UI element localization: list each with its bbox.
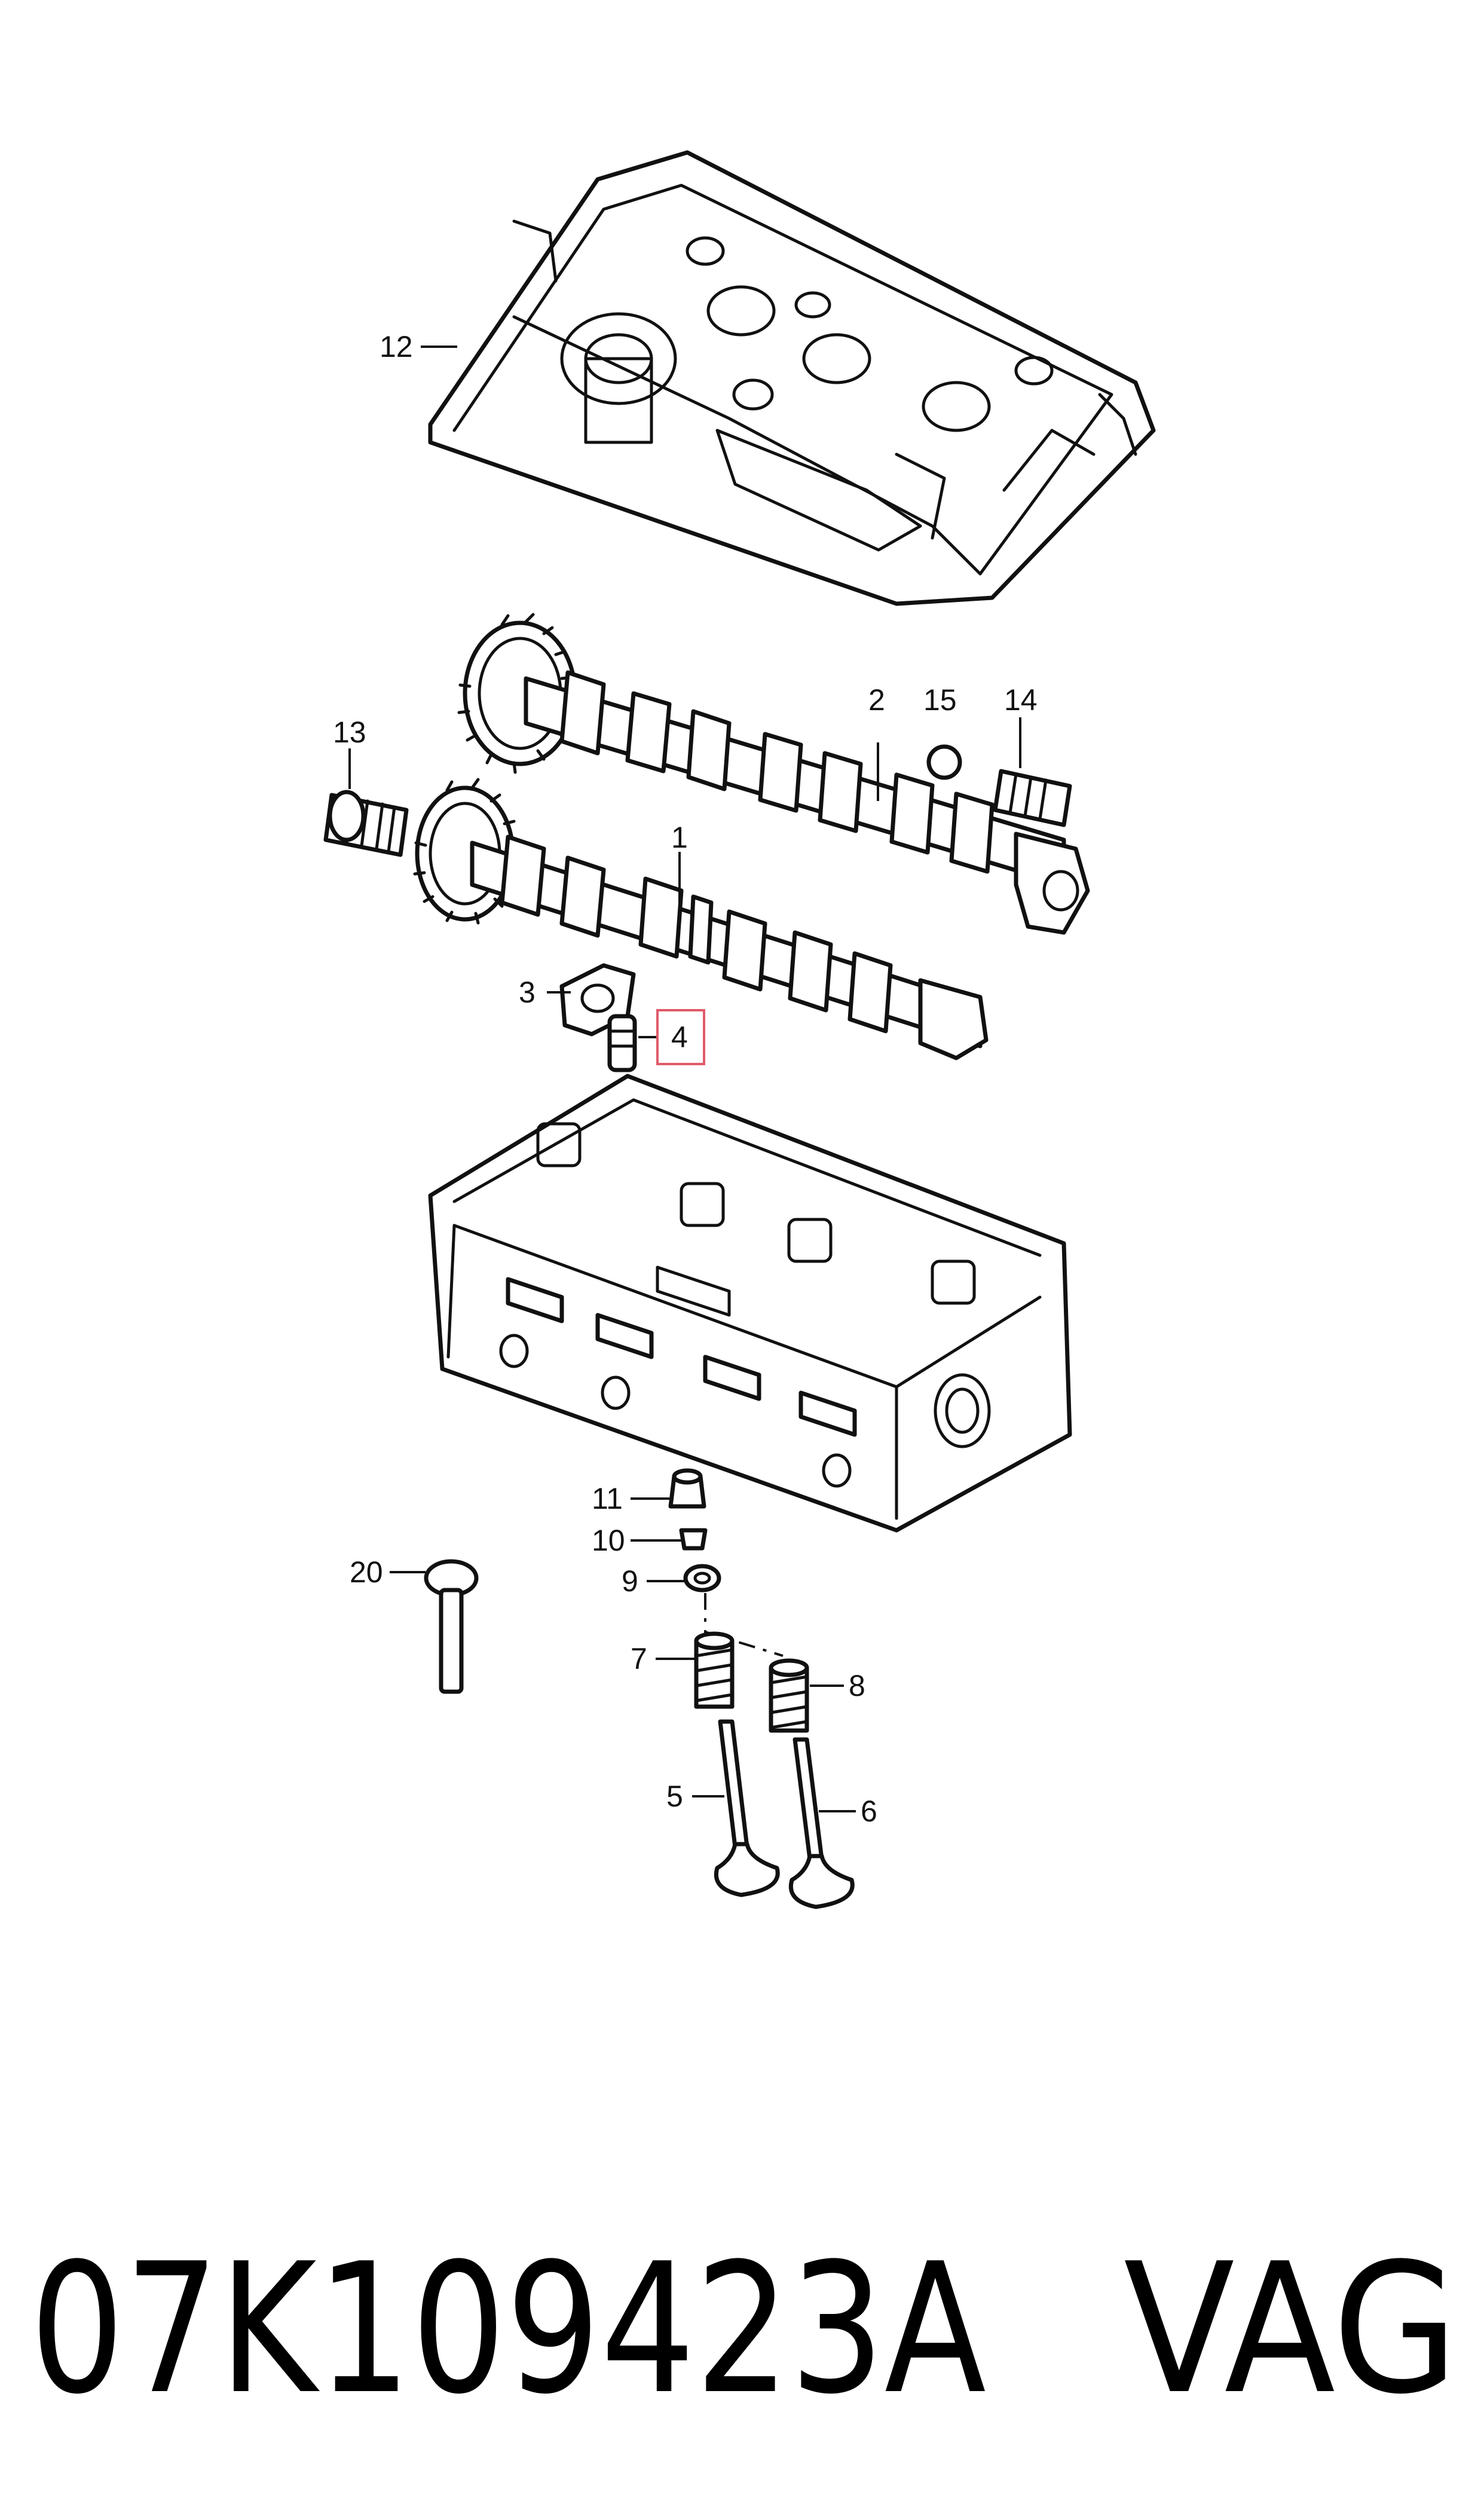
callout-1: 1 (671, 821, 688, 854)
spring-14 (993, 769, 1072, 827)
callout-13: 13 (333, 716, 366, 749)
valve-axis-line (704, 1593, 784, 1657)
callout-6: 6 (861, 1795, 877, 1828)
spring-13 (323, 790, 409, 857)
exhaust-valve-6 (789, 1737, 855, 1909)
valve-spring-7 (694, 1631, 735, 1709)
highlight-box-4 (656, 1009, 705, 1065)
brand-label: VAG (1124, 2225, 1458, 2434)
callout-9: 9 (622, 1564, 638, 1598)
valve-stem-seal-11 (668, 1468, 706, 1509)
callout-14: 14 (1004, 683, 1038, 717)
callout-11: 11 (592, 1482, 623, 1515)
ball-15 (926, 744, 962, 780)
spring-plate-9 (683, 1564, 721, 1592)
exhaust-camshaft (457, 613, 1090, 935)
head-bolt-20 (424, 1559, 479, 1694)
callout-8: 8 (849, 1669, 865, 1702)
cylinder-head (428, 1074, 1072, 1533)
callout-labels: 12 2 15 14 13 1 3 4 11 10 9 7 8 5 6 20 (333, 330, 1038, 1828)
callout-15: 15 (923, 683, 957, 717)
valve-spring-8 (769, 1658, 809, 1733)
callout-4: 4 (671, 1020, 688, 1054)
footer: 07K109423A VAG (30, 2225, 1458, 2434)
hydraulic-element-4 (607, 1014, 637, 1072)
callout-12: 12 (380, 330, 413, 363)
callout-5: 5 (666, 1780, 683, 1813)
callout-20: 20 (350, 1555, 383, 1589)
callout-3: 3 (519, 976, 536, 1009)
callout-7: 7 (631, 1642, 647, 1676)
callout-2: 2 (868, 683, 885, 717)
callout-10: 10 (592, 1524, 625, 1557)
intake-camshaft (413, 778, 989, 1060)
valve-cotters-10 (679, 1528, 708, 1551)
part-number: 07K109423A (30, 2225, 987, 2434)
leader-lines (348, 346, 1021, 1812)
intake-valve-5 (714, 1719, 780, 1897)
valve-cover (428, 150, 1156, 606)
